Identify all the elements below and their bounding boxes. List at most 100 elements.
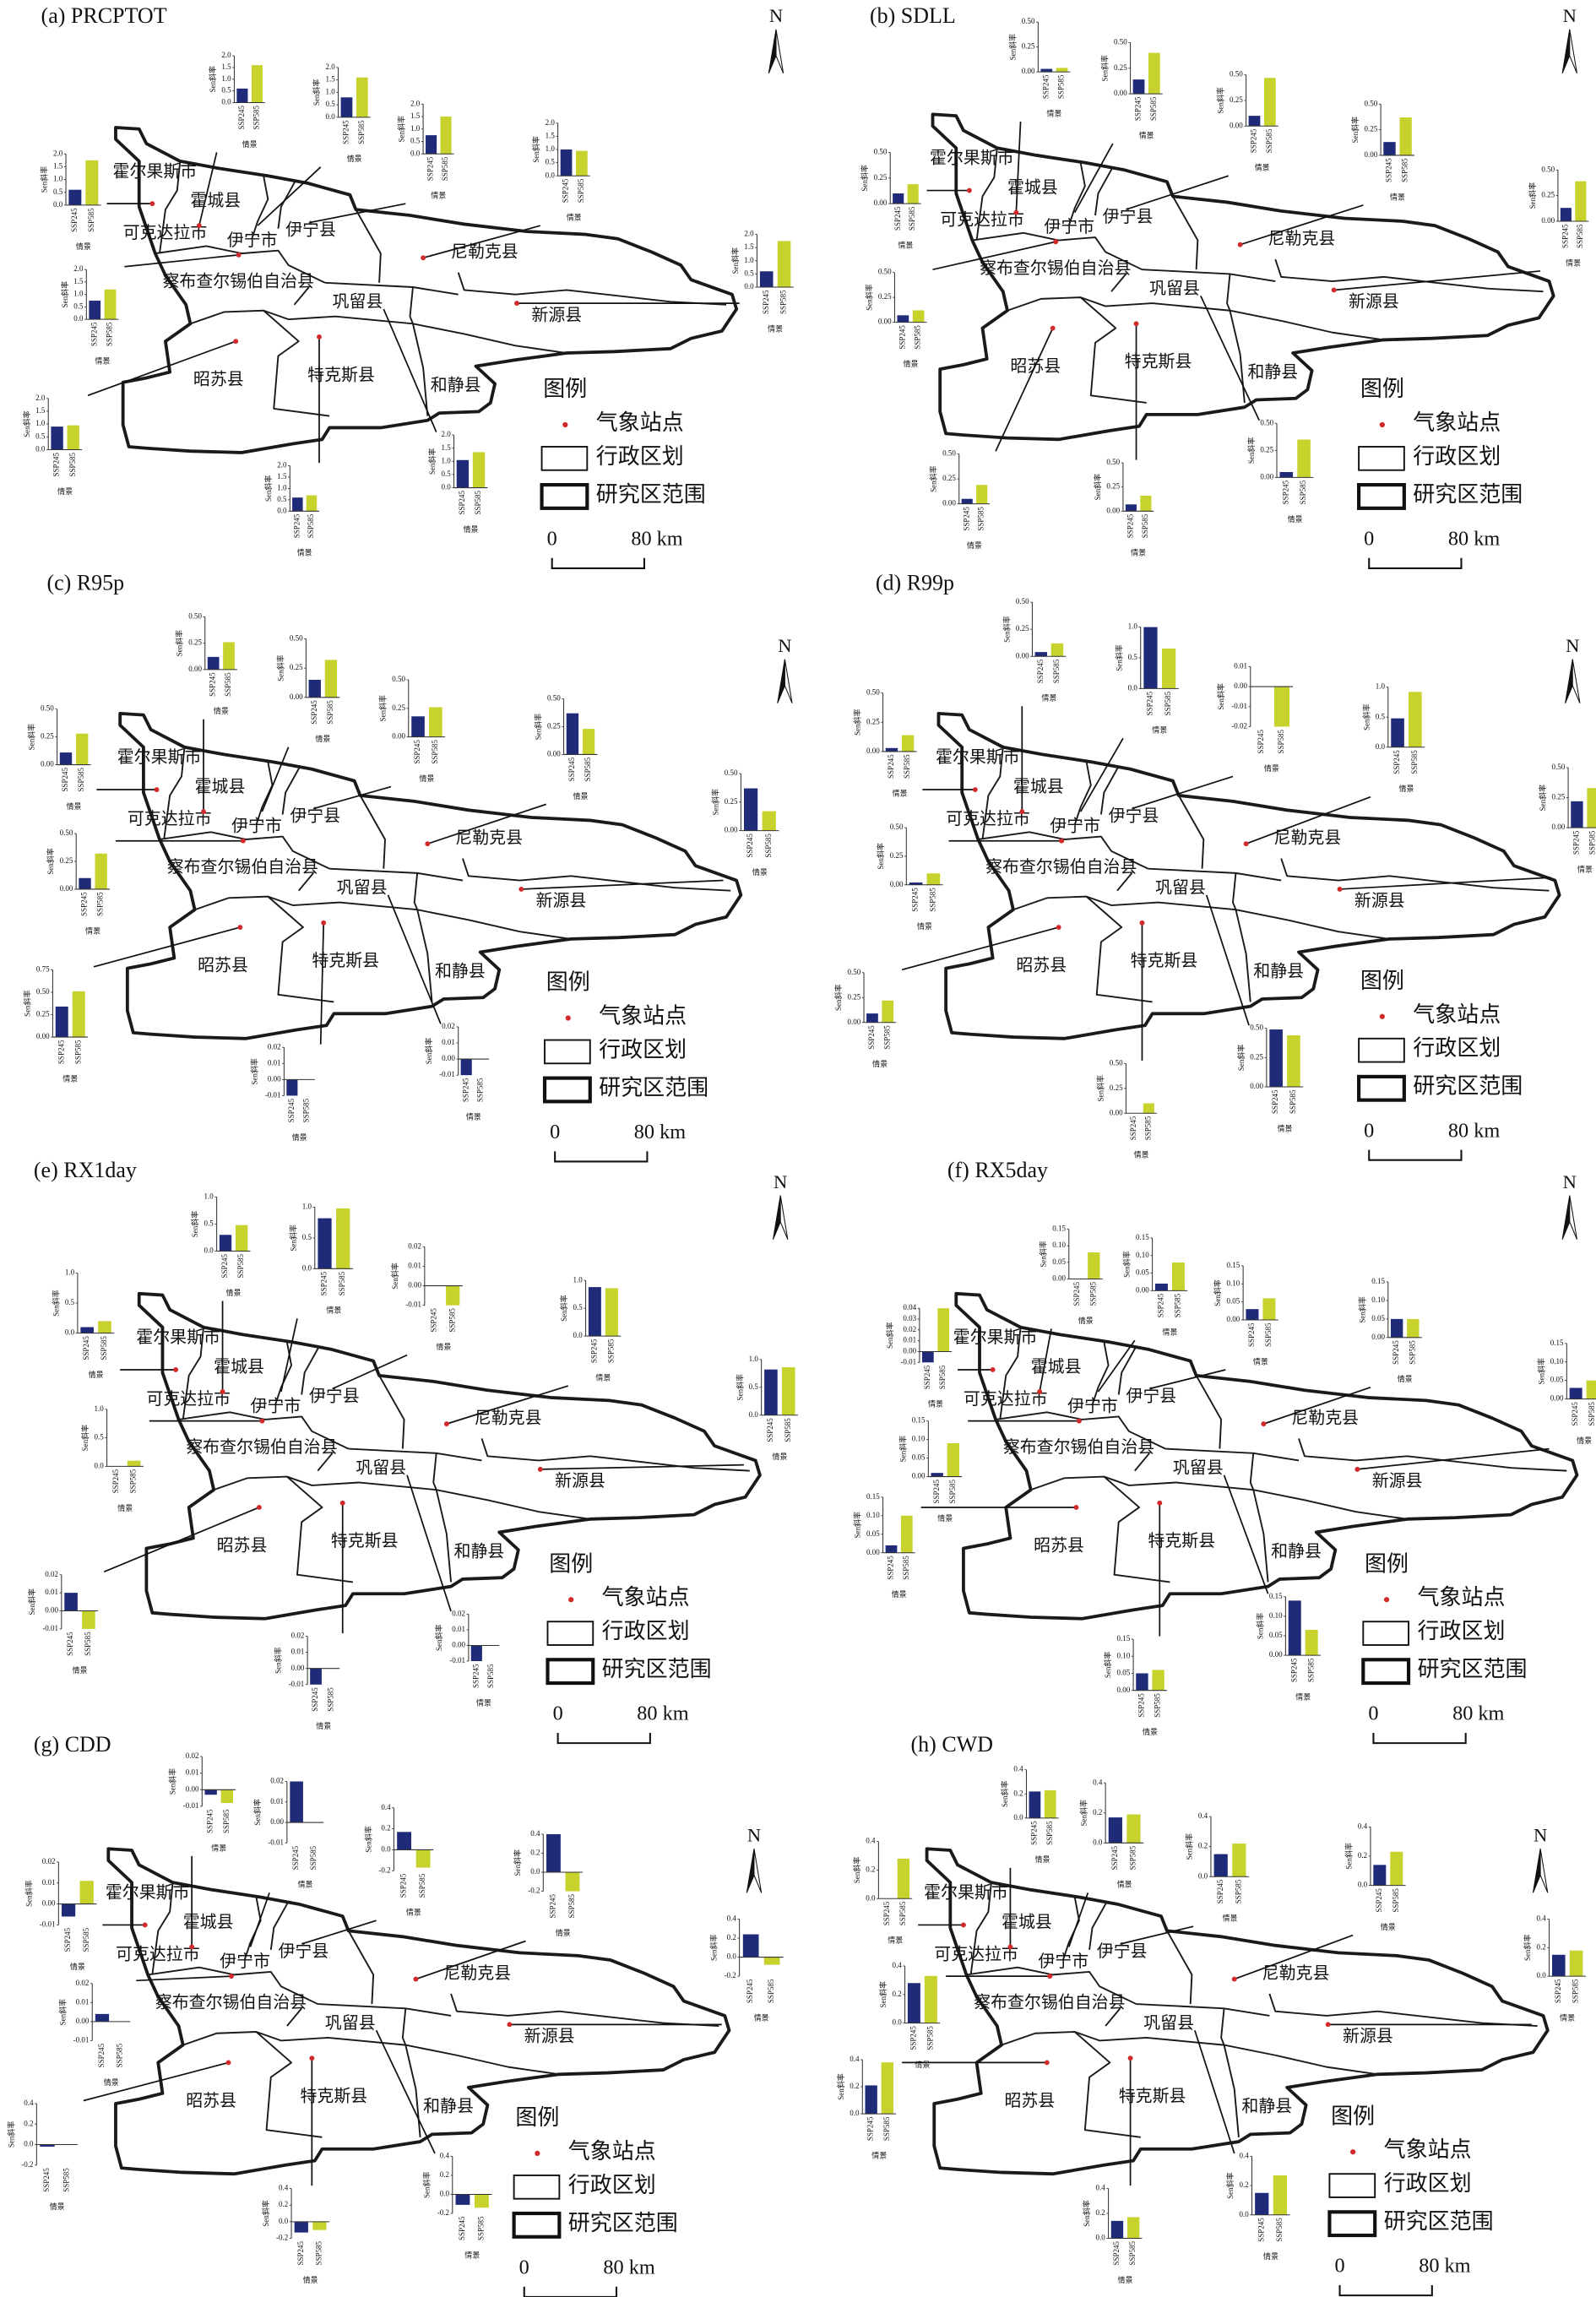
county-label: 和静县 [431, 375, 481, 394]
admin-boundary [190, 309, 414, 325]
y-tick-label: -0.01 [405, 1301, 421, 1309]
x-tick-label: SSP585 [1234, 1879, 1242, 1903]
admin-boundary [255, 761, 274, 825]
weather-station-marker [1007, 1944, 1013, 1950]
admin-boundary [1080, 296, 1147, 404]
y-axis-label: Sen斜率 [208, 66, 217, 93]
admin-boundary [412, 323, 567, 354]
north-arrow-icon: N [768, 5, 784, 74]
y-tick-label: 0.00 [392, 732, 405, 741]
county-label: 巩留县 [356, 1458, 406, 1477]
legend-title: 图例 [549, 1551, 593, 1576]
y-tick-label: 0.01 [1234, 661, 1247, 670]
x-axis-label: 情景 [1162, 1328, 1177, 1337]
x-tick-label: SSP585 [418, 1873, 426, 1898]
bar-ssp245 [40, 2144, 55, 2147]
bar-ssp245 [51, 426, 63, 450]
x-tick-label: SSP245 [1392, 1340, 1400, 1365]
leader-line [87, 340, 236, 397]
y-tick-label: 0.02 [452, 1610, 465, 1618]
county-label: 巩留县 [333, 292, 383, 312]
county-label: 霍城县 [214, 1357, 264, 1377]
county-label: 察布查尔锡伯自治县 [162, 271, 313, 291]
x-tick-label: SSP585 [62, 2168, 70, 2192]
county-label: 伊宁县 [278, 1941, 328, 1961]
x-tick-label: SSP585 [914, 325, 922, 350]
y-tick-label: 0.00 [1022, 67, 1035, 75]
county-label: 霍城县 [1013, 777, 1064, 796]
leader-line [124, 253, 239, 268]
x-axis-label: 情景 [1560, 2012, 1575, 2022]
y-tick-label: 2.0 [325, 62, 335, 71]
weather-station-marker [1059, 838, 1065, 844]
x-axis-label: 情景 [1041, 693, 1056, 703]
admin-boundary [1094, 166, 1114, 216]
bar-ssp245 [961, 498, 973, 504]
x-tick-label: SSP585 [236, 1254, 245, 1279]
panel-f: (f) RX5day霍尔果斯市霍城县可克达拉市伊宁市伊宁县尼勒克县察布查尔锡伯自… [853, 1158, 1596, 1745]
admin-boundary [416, 909, 572, 940]
weather-station-marker [220, 1389, 225, 1394]
county-label: 伊宁市 [227, 231, 278, 250]
bar-ssp585 [762, 811, 776, 831]
admin-boundary [412, 323, 429, 416]
county-label: 新源县 [1372, 1471, 1423, 1491]
bar-ssp585 [781, 1367, 795, 1415]
x-tick-label: SSP245 [887, 754, 895, 779]
y-tick-label: 0.05 [1227, 1297, 1240, 1306]
x-tick-label: SSP245 [1216, 1879, 1224, 1903]
x-tick-label: SSP245 [430, 1308, 438, 1333]
y-tick-label: 1.0 [546, 144, 556, 153]
admin-boundary [1226, 274, 1231, 312]
y-tick-label: 0.5 [53, 187, 63, 196]
county-label: 察布查尔锡伯自治县 [980, 258, 1131, 278]
y-axis-label: Sen斜率 [559, 1295, 568, 1322]
panel-g: (g) CDD霍尔果斯市霍城县可克达拉市伊宁市伊宁县尼勒克县察布查尔锡伯自治县巩… [6, 1732, 784, 2297]
bar-ssp245 [1040, 68, 1053, 73]
county-label: 和静县 [1253, 961, 1304, 980]
y-tick-label: 0.5 [302, 1233, 312, 1241]
north-arrow-right-half [1539, 1849, 1549, 1893]
x-tick-label: SSP585 [928, 888, 936, 912]
county-label: 霍尔果斯市 [117, 747, 202, 767]
bar-ssp585 [1143, 1103, 1154, 1114]
y-tick-label: -0.01 [1231, 702, 1247, 710]
north-label: N [774, 1171, 787, 1192]
admin-boundary [286, 1475, 354, 1583]
leader-line [1333, 270, 1541, 291]
y-tick-label: 0.00 [1550, 1394, 1564, 1403]
x-tick-label: SSP585 [882, 1025, 891, 1050]
y-tick-label: 0.00 [725, 826, 738, 834]
x-axis-label: 情景 [466, 1112, 481, 1121]
admin-boundary [1088, 1901, 1108, 1951]
bar-ssp585 [1273, 2175, 1287, 2215]
county-label: 伊宁市 [231, 817, 282, 836]
x-tick-label: SSP245 [292, 513, 301, 538]
admin-boundary [178, 1411, 350, 1450]
legend-admin-label: 行政区划 [1413, 444, 1501, 469]
county-label: 和静县 [435, 961, 486, 980]
x-tick-label: SSP585 [903, 754, 911, 779]
county-label: 和静县 [454, 1541, 505, 1561]
y-tick-label: 0.50 [1110, 1058, 1123, 1067]
bar-ssp585 [336, 1208, 350, 1269]
x-tick-label: SSP585 [486, 1664, 495, 1688]
x-tick-label: SSP245 [1572, 830, 1580, 855]
y-tick-label: -0.2 [21, 2160, 33, 2169]
leader-line [1200, 296, 1260, 421]
y-tick-label: 0.0 [1536, 1971, 1546, 1979]
y-tick-label: 0.01 [268, 1058, 281, 1067]
leader-line [332, 1354, 408, 1390]
x-axis-label: 情景 [893, 788, 908, 797]
y-axis-label: Sen斜率 [1007, 34, 1017, 61]
county-label: 察布查尔锡伯自治县 [186, 1437, 337, 1457]
y-axis-label: Sen斜率 [312, 79, 321, 106]
